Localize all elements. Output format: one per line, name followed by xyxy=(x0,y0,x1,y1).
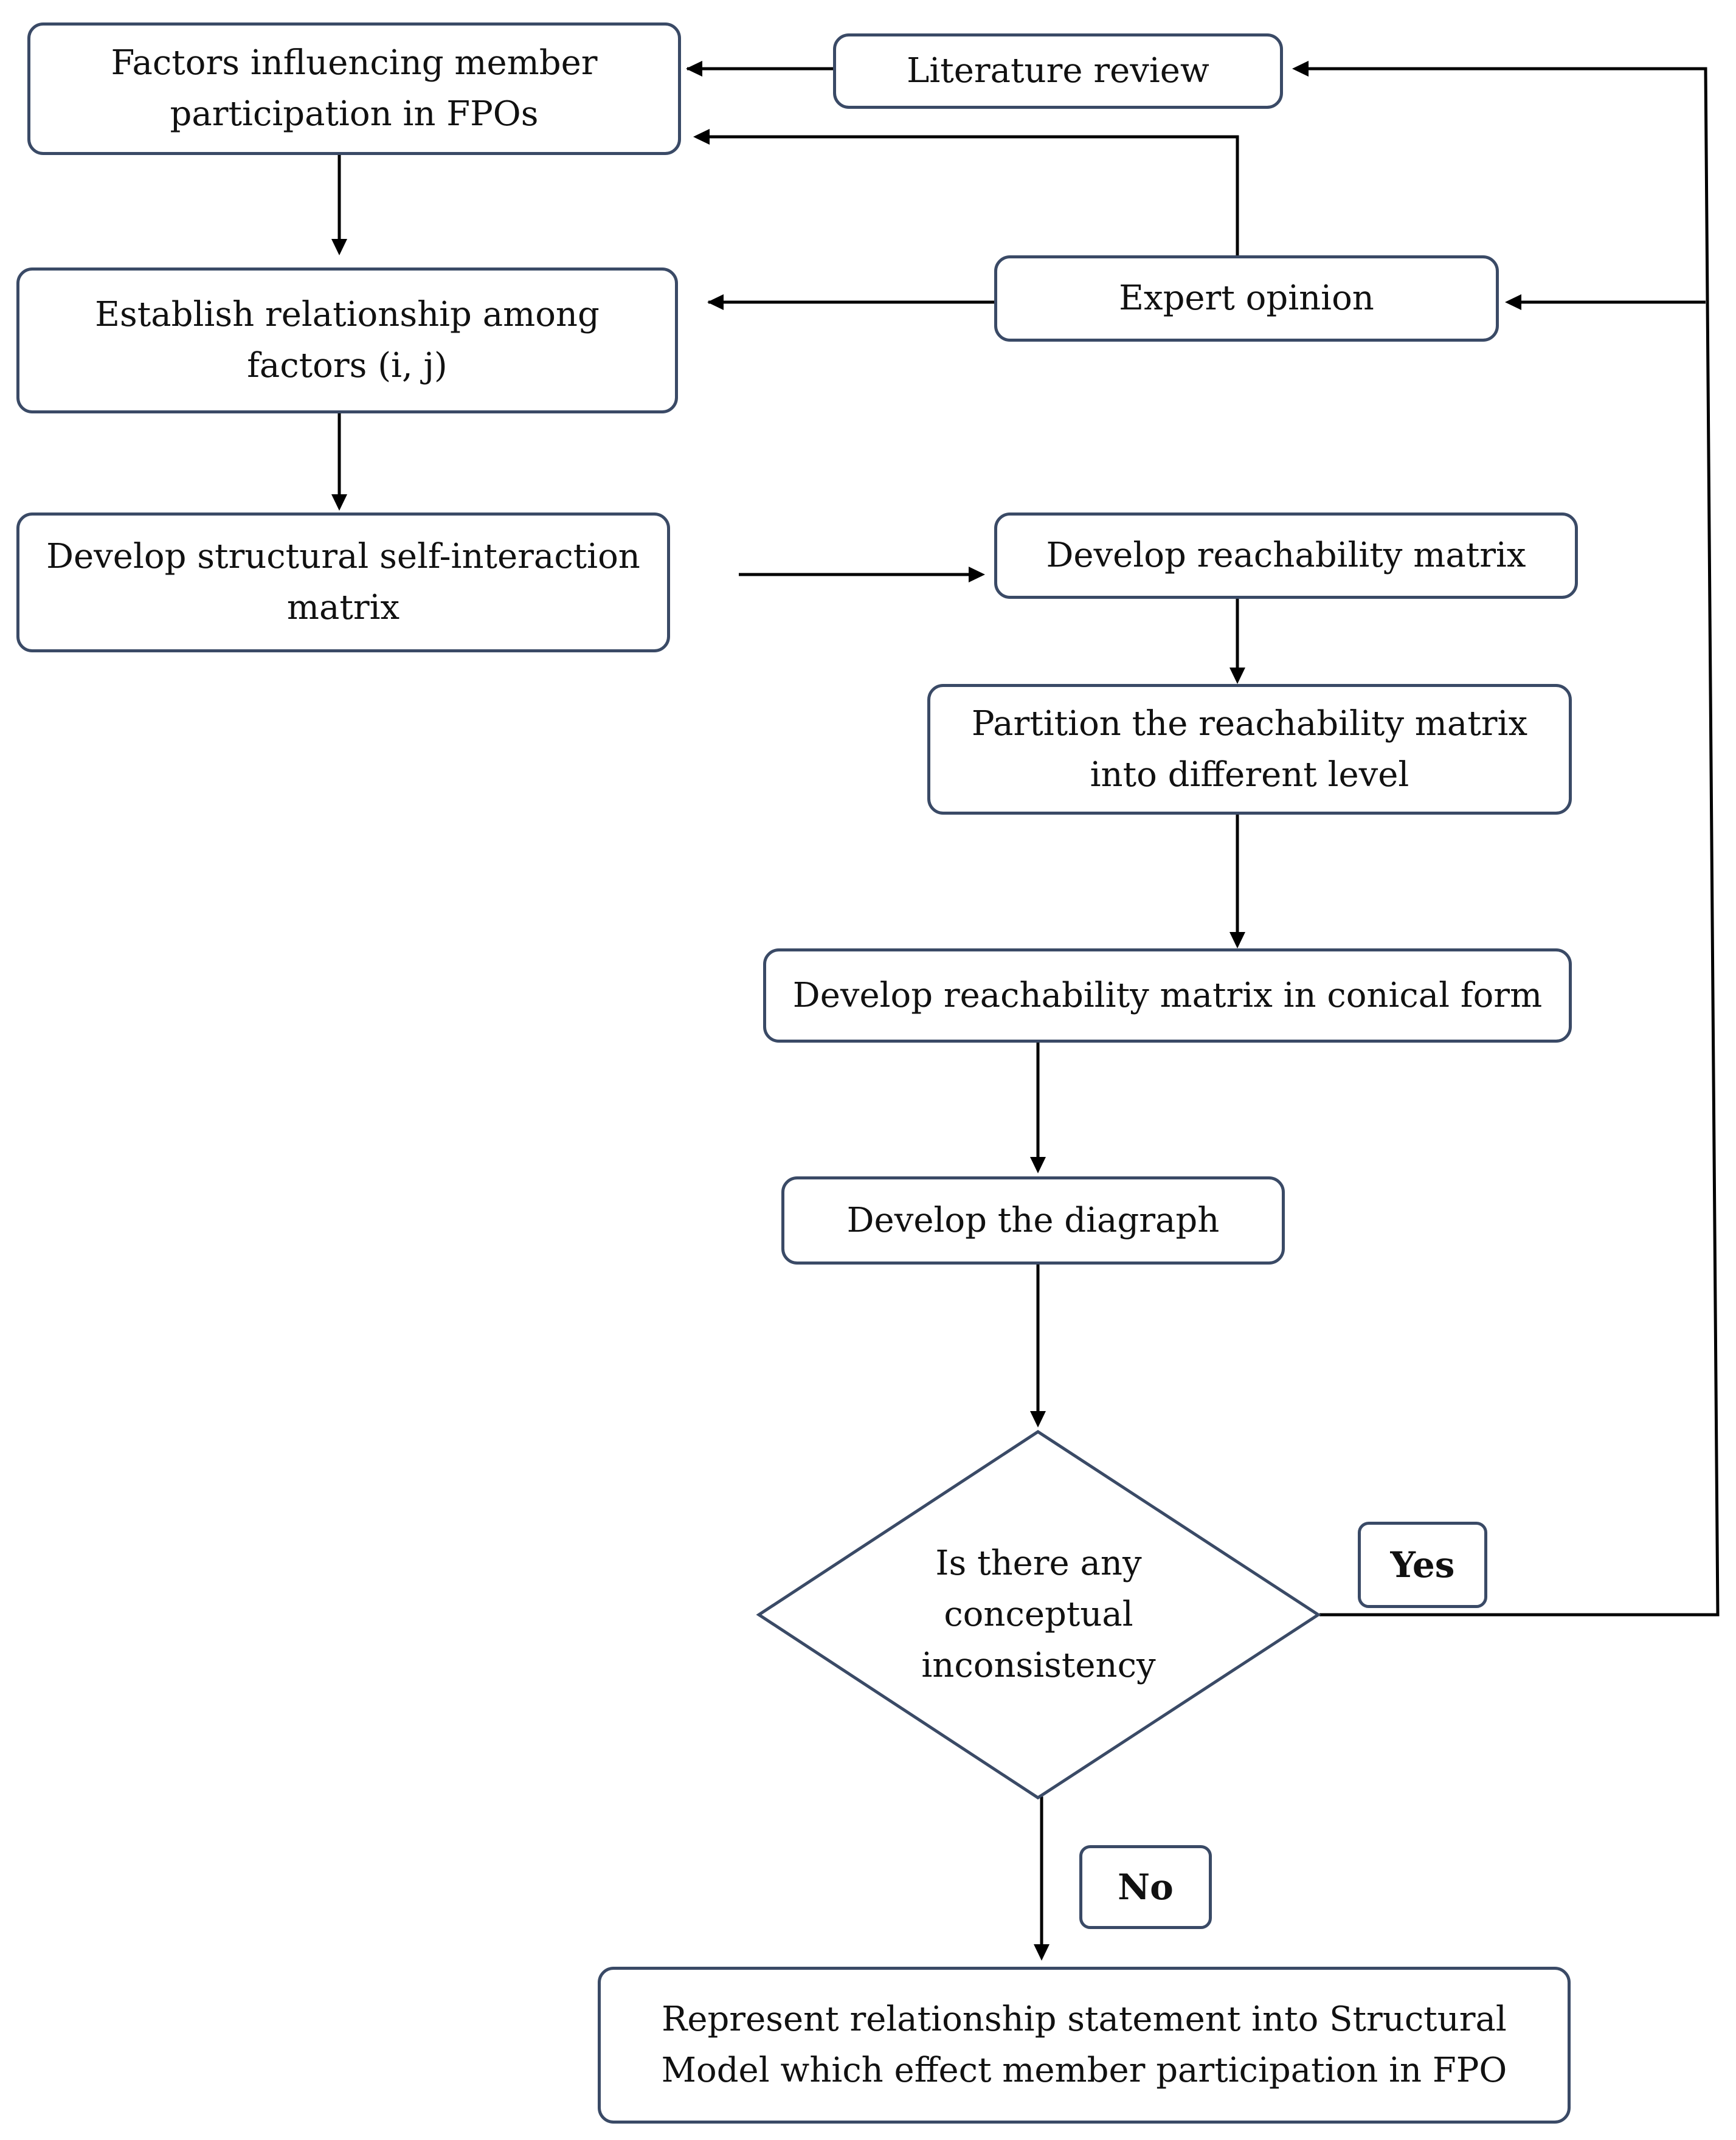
conical-label: Develop reachability matrix in conical f… xyxy=(792,975,1543,1015)
decision-label: Is there any conceptual inconsistency xyxy=(921,1544,1156,1685)
yes-label: Yes xyxy=(1390,1544,1455,1586)
arrowhead xyxy=(686,61,702,77)
factors-node: Factors influencing member participation… xyxy=(27,22,681,155)
arrowhead xyxy=(331,239,347,255)
ssim-node: Develop structural self-interaction matr… xyxy=(16,513,670,652)
expert-opinion-node: Expert opinion xyxy=(994,255,1499,342)
ssim-label: Develop structural self-interaction matr… xyxy=(46,537,640,627)
literature-review-node: Literature review xyxy=(833,33,1283,109)
arrowhead xyxy=(1229,932,1245,948)
factors-label: Factors influencing member participation… xyxy=(111,43,598,134)
arrowhead xyxy=(1034,1944,1050,1961)
represent-label: Represent relationship statement into St… xyxy=(661,2000,1507,2090)
diagraph-label: Develop the diagraph xyxy=(846,1200,1220,1240)
arrowhead xyxy=(1505,294,1521,310)
reachability-matrix-node: Develop reachability matrix xyxy=(994,513,1578,599)
arrowhead xyxy=(1229,668,1245,684)
establish-relationship-node: Establish relationship among factors (i,… xyxy=(16,268,678,413)
decision-diamond xyxy=(756,1430,1321,1800)
yes-label-box: Yes xyxy=(1358,1522,1487,1608)
arrow-expert-to-factors xyxy=(696,135,1239,255)
conical-form-node: Develop reachability matrix in conical f… xyxy=(763,948,1572,1043)
arrow-yes-loop xyxy=(1295,67,1720,1617)
arrowhead xyxy=(1292,61,1309,77)
reachability-label: Develop reachability matrix xyxy=(1046,536,1526,575)
arrowhead xyxy=(969,567,985,582)
represent-model-node: Represent relationship statement into St… xyxy=(598,1967,1571,2124)
partition-label: Partition the reachability matrix into d… xyxy=(971,703,1528,795)
arrowhead xyxy=(331,494,347,511)
establish-label: Establish relationship among factors (i,… xyxy=(95,295,600,385)
no-label: No xyxy=(1118,1866,1174,1908)
arrowhead xyxy=(693,129,710,145)
arrowhead xyxy=(707,294,724,310)
arrowhead xyxy=(1030,1411,1046,1427)
no-label-box: No xyxy=(1079,1845,1212,1929)
literature-label: Literature review xyxy=(907,51,1209,91)
partition-node: Partition the reachability matrix into d… xyxy=(927,684,1572,815)
expert-label: Expert opinion xyxy=(1119,278,1374,318)
diagraph-node: Develop the diagraph xyxy=(781,1176,1285,1265)
arrowhead xyxy=(1030,1157,1046,1173)
